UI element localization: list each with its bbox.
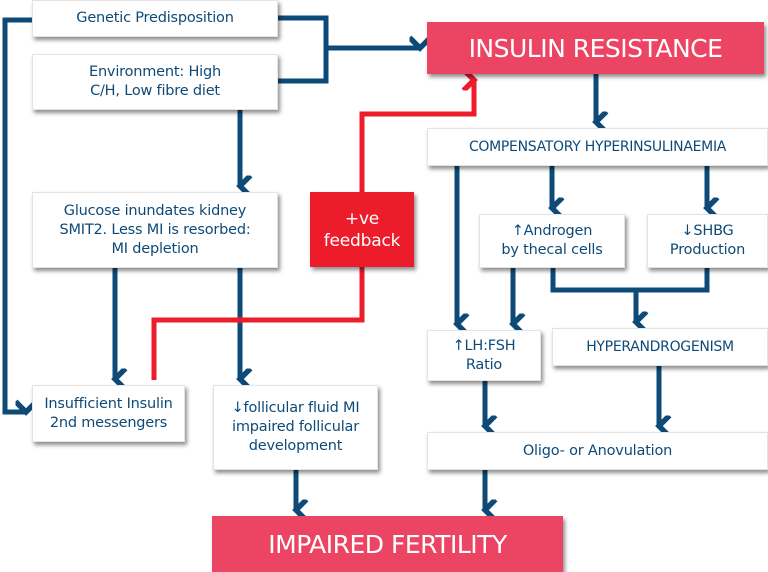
node-lh-fsh-ratio-label: ↑LH:FSH Ratio: [452, 337, 516, 373]
node-oligo-anovulation: Oligo- or Anovulation: [427, 432, 768, 470]
node-androgen: ↑Androgen by thecal cells: [479, 214, 625, 268]
edge-feedback-insulin-resistance: [359, 80, 474, 192]
node-follicular-fluid-label: ↓follicular fluid MI impaired follicular…: [231, 400, 360, 454]
node-androgen-label: ↑Androgen by thecal cells: [501, 223, 603, 258]
node-environment: Environment: High C/H, Low fibre diet: [32, 54, 278, 110]
edge-genetic-insufficient-insulin: [2, 17, 32, 412]
node-insufficient-insulin-label: Insufficient Insulin 2nd messengers: [44, 395, 173, 431]
node-lh-fsh-ratio: ↑LH:FSH Ratio: [427, 330, 541, 381]
node-compensatory-hyperinsulinaemia: COMPENSATORY HYPERINSULINAEMIA: [427, 128, 768, 166]
node-hyperandrogenism-label: HYPERANDROGENISM: [586, 338, 734, 355]
node-positive-feedback: +ve feedback: [310, 192, 414, 267]
edge-insufficient-insulin-feedback: [151, 267, 365, 380]
node-glucose-kidney-label: Glucose inundates kidney SMIT2. Less MI …: [59, 202, 251, 257]
node-follicular-fluid: ↓follicular fluid MI impaired follicular…: [213, 385, 378, 470]
edge-genetic-insulin-resistance: [278, 15, 329, 84]
node-oligo-anovulation-label: Oligo- or Anovulation: [522, 442, 673, 459]
node-glucose-kidney: Glucose inundates kidney SMIT2. Less MI …: [32, 192, 278, 268]
node-genetic-predisposition: Genetic Predisposition: [32, 0, 278, 37]
node-impaired-fertility: IMPAIRED FERTILITY: [212, 516, 563, 572]
node-insulin-resistance: INSULIN RESISTANCE: [427, 22, 764, 74]
node-impaired-fertility-label: IMPAIRED FERTILITY: [268, 529, 507, 559]
node-shbg: ↓SHBG Production: [647, 214, 768, 268]
node-insufficient-insulin: Insufficient Insulin 2nd messengers: [32, 385, 185, 442]
node-positive-feedback-label: +ve feedback: [323, 208, 401, 251]
node-shbg-label: ↓SHBG Production: [669, 223, 746, 258]
node-environment-label: Environment: High C/H, Low fibre diet: [88, 64, 221, 99]
edge-androgen-shbg-join: [550, 268, 710, 293]
node-insulin-resistance-label: INSULIN RESISTANCE: [468, 33, 723, 63]
node-compensatory-hyperinsulinaemia-label: COMPENSATORY HYPERINSULINAEMIA: [468, 138, 727, 155]
node-genetic-predisposition-label: Genetic Predisposition: [76, 10, 234, 26]
node-hyperandrogenism: HYPERANDROGENISM: [552, 328, 768, 366]
